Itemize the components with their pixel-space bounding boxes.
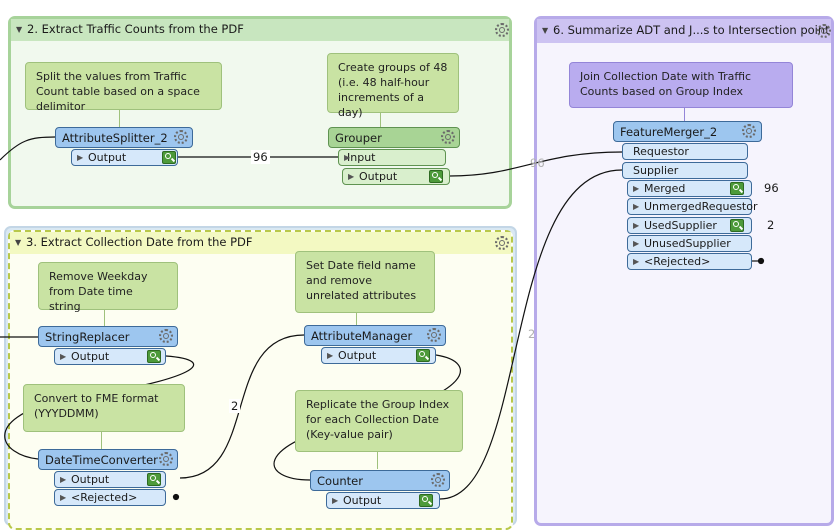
note-connector xyxy=(119,110,120,127)
feature-count-label: 96 xyxy=(764,181,779,195)
collapse-triangle-icon[interactable]: ▼ xyxy=(15,238,22,247)
rejected-port[interactable]: ▶ <Rejected> xyxy=(627,253,752,270)
output-port[interactable]: ▶ Output xyxy=(54,348,166,365)
transformer-featuremerger[interactable]: FeatureMerger_2 xyxy=(613,121,762,142)
feature-count-label: 96 xyxy=(251,150,270,164)
output-port-unmerged-requestor[interactable]: ▶ UnmergedRequestor xyxy=(627,198,758,215)
port-triangle-icon: ▶ xyxy=(633,221,640,230)
output-port-unused-supplier[interactable]: ▶ UnusedSupplier xyxy=(627,235,752,252)
wire-into-attributesplitter[interactable] xyxy=(0,136,56,161)
annotation-note[interactable]: Split the values from Traffic Count tabl… xyxy=(25,62,222,113)
inspect-icon[interactable] xyxy=(162,151,176,164)
rejected-endpoint-dot xyxy=(172,493,180,501)
wire-counter-to-merger[interactable] xyxy=(439,169,623,500)
note-connector xyxy=(377,452,378,469)
output-port[interactable]: ▶ Output xyxy=(321,347,436,364)
port-triangle-icon: ▶ xyxy=(633,184,640,193)
annotation-note[interactable]: Set Date field name and remove unrelated… xyxy=(295,251,435,313)
note-connector xyxy=(356,313,357,327)
gear-icon[interactable] xyxy=(495,23,509,37)
bookmark-header[interactable]: ▼ 6. Summarize ADT and J...s to Intersec… xyxy=(537,19,831,43)
inspect-icon[interactable] xyxy=(147,473,161,486)
gear-icon[interactable] xyxy=(817,24,831,38)
bookmark-header[interactable]: ▼ 3. Extract Collection Date from the PD… xyxy=(10,232,511,254)
output-port[interactable]: ▶ Output xyxy=(71,149,178,166)
transformer-attributemanager[interactable]: AttributeManager xyxy=(304,325,446,346)
annotation-note[interactable]: Remove Weekday from Date time string xyxy=(38,262,178,313)
gear-icon[interactable] xyxy=(427,328,441,342)
gear-icon[interactable] xyxy=(159,452,173,466)
port-triangle-icon: ▶ xyxy=(60,493,67,502)
annotation-note[interactable]: Replicate the Group Index for each Colle… xyxy=(295,390,463,452)
inspect-icon[interactable] xyxy=(416,349,430,362)
bookmark-title: 6. Summarize ADT and J...s to Intersecti… xyxy=(553,23,830,37)
port-triangle-icon: ▶ xyxy=(633,239,640,248)
annotation-note[interactable]: Convert to FME format (YYYDDMM) xyxy=(23,384,185,432)
gear-icon[interactable] xyxy=(495,236,509,250)
port-triangle-icon: ▶ xyxy=(633,202,640,211)
output-port-used-supplier[interactable]: ▶ UsedSupplier xyxy=(627,217,752,234)
inspect-icon[interactable] xyxy=(730,182,744,195)
inspect-icon[interactable] xyxy=(730,219,744,232)
port-triangle-icon: ▶ xyxy=(77,153,84,162)
note-connector xyxy=(104,310,105,327)
transformer-counter[interactable]: Counter xyxy=(310,470,450,491)
note-connector xyxy=(684,108,685,121)
bookmark-title: 3. Extract Collection Date from the PDF xyxy=(26,235,253,249)
port-triangle-icon: ▶ xyxy=(332,496,339,505)
note-connector xyxy=(380,113,381,127)
output-port[interactable]: ▶ Output xyxy=(326,492,440,509)
gear-icon[interactable] xyxy=(431,473,445,487)
gear-icon[interactable] xyxy=(742,124,756,138)
bookmark-title: 2. Extract Traffic Counts from the PDF xyxy=(27,22,244,36)
port-triangle-icon: ▶ xyxy=(60,475,67,484)
collapse-triangle-icon[interactable]: ▼ xyxy=(542,26,549,35)
collapse-triangle-icon[interactable]: ▼ xyxy=(16,25,23,34)
transformer-grouper[interactable]: Grouper xyxy=(328,127,460,148)
transformer-stringreplacer[interactable]: StringReplacer xyxy=(38,326,178,347)
inspect-icon[interactable] xyxy=(429,170,443,183)
port-triangle-icon: ▶ xyxy=(633,257,640,266)
port-triangle-icon: ▶ xyxy=(344,153,351,162)
gear-icon[interactable] xyxy=(159,329,173,343)
inspect-icon[interactable] xyxy=(147,350,161,363)
port-triangle-icon: ▶ xyxy=(348,172,355,181)
input-port-requestor[interactable]: Requestor xyxy=(622,143,748,160)
output-port[interactable]: ▶ Output xyxy=(54,471,166,488)
transformer-datetimeconverter[interactable]: DateTimeConverter xyxy=(38,449,178,470)
gear-icon[interactable] xyxy=(441,130,455,144)
annotation-note[interactable]: Create groups of 48 (i.e. 48 half-hour i… xyxy=(327,53,459,119)
feature-count-label: 2 xyxy=(229,399,241,413)
feature-count-label: 2 xyxy=(767,218,775,232)
output-port[interactable]: ▶ Output xyxy=(342,168,450,185)
annotation-note[interactable]: Join Collection Date with Traffic Counts… xyxy=(569,62,793,108)
feature-count-label: 96 xyxy=(530,156,545,170)
input-port[interactable]: ▶ Input xyxy=(338,149,446,166)
transformer-attributesplitter[interactable]: AttributeSplitter_2 xyxy=(55,127,193,148)
wire-grouper-to-merger[interactable] xyxy=(449,151,623,177)
rejected-endpoint-dot xyxy=(757,257,765,265)
port-triangle-icon: ▶ xyxy=(60,352,67,361)
inspect-icon[interactable] xyxy=(419,494,433,507)
port-triangle-icon: ▶ xyxy=(327,351,334,360)
feature-count-label: 2 xyxy=(528,327,536,341)
note-connector xyxy=(101,432,102,449)
rejected-port[interactable]: ▶ <Rejected> xyxy=(54,489,166,506)
input-port-supplier[interactable]: Supplier xyxy=(622,162,748,179)
wire-converter-to-manager[interactable] xyxy=(179,334,305,479)
bookmark-header[interactable]: ▼ 2. Extract Traffic Counts from the PDF xyxy=(11,19,509,41)
output-port-merged[interactable]: ▶ Merged xyxy=(627,180,752,197)
gear-icon[interactable] xyxy=(174,130,188,144)
